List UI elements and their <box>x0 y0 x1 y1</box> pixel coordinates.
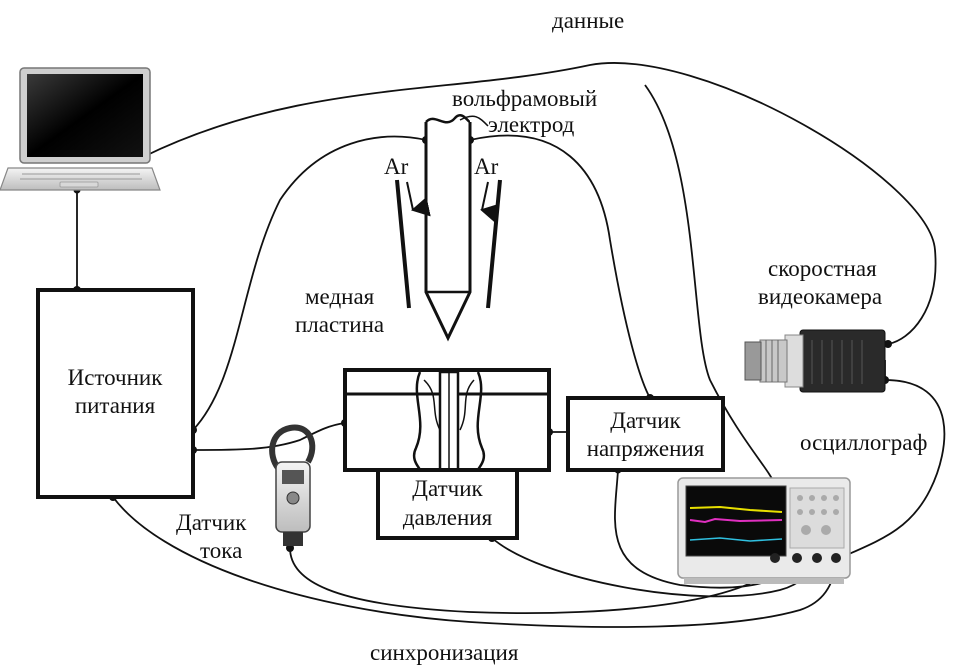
laptop-icon <box>0 68 160 190</box>
oscilloscope-label: осциллограф <box>800 430 927 456</box>
camera-label-line1: скоростная <box>768 256 877 282</box>
data-label: данные <box>552 8 624 34</box>
pressure-sensor-label-line1: Датчик <box>380 476 515 502</box>
camera-osc-cable <box>840 380 944 558</box>
tungsten-electrode <box>426 115 488 338</box>
voltage-sensor-label-line2: напряжения <box>570 436 721 462</box>
power-supply-label-line1: Источник <box>40 365 190 391</box>
power-supply-label-line2: питания <box>40 393 190 419</box>
sync-label: синхронизация <box>370 640 518 666</box>
copper-plate-label-line1: медная <box>305 284 374 310</box>
camera-label-line2: видеокамера <box>758 284 882 310</box>
copper-plate <box>345 370 549 470</box>
plate-cable <box>193 423 345 450</box>
argon-label-left: Ar <box>384 154 408 180</box>
argon-label-right: Ar <box>474 154 498 180</box>
copper-plate-label-line2: пластина <box>295 312 384 338</box>
voltage-sensor-label-line1: Датчик <box>570 408 721 434</box>
electrode-label-line2: электрод <box>488 112 574 138</box>
oscilloscope-icon <box>678 478 850 584</box>
pressure-sensor-label-line2: давления <box>380 505 515 531</box>
high-speed-camera-icon <box>745 330 885 392</box>
current-sensor-label-line1: Датчик <box>176 510 246 536</box>
electrode-label-line1: вольфрамовый <box>452 86 597 112</box>
current-sensor-label-line2: тока <box>200 538 242 564</box>
